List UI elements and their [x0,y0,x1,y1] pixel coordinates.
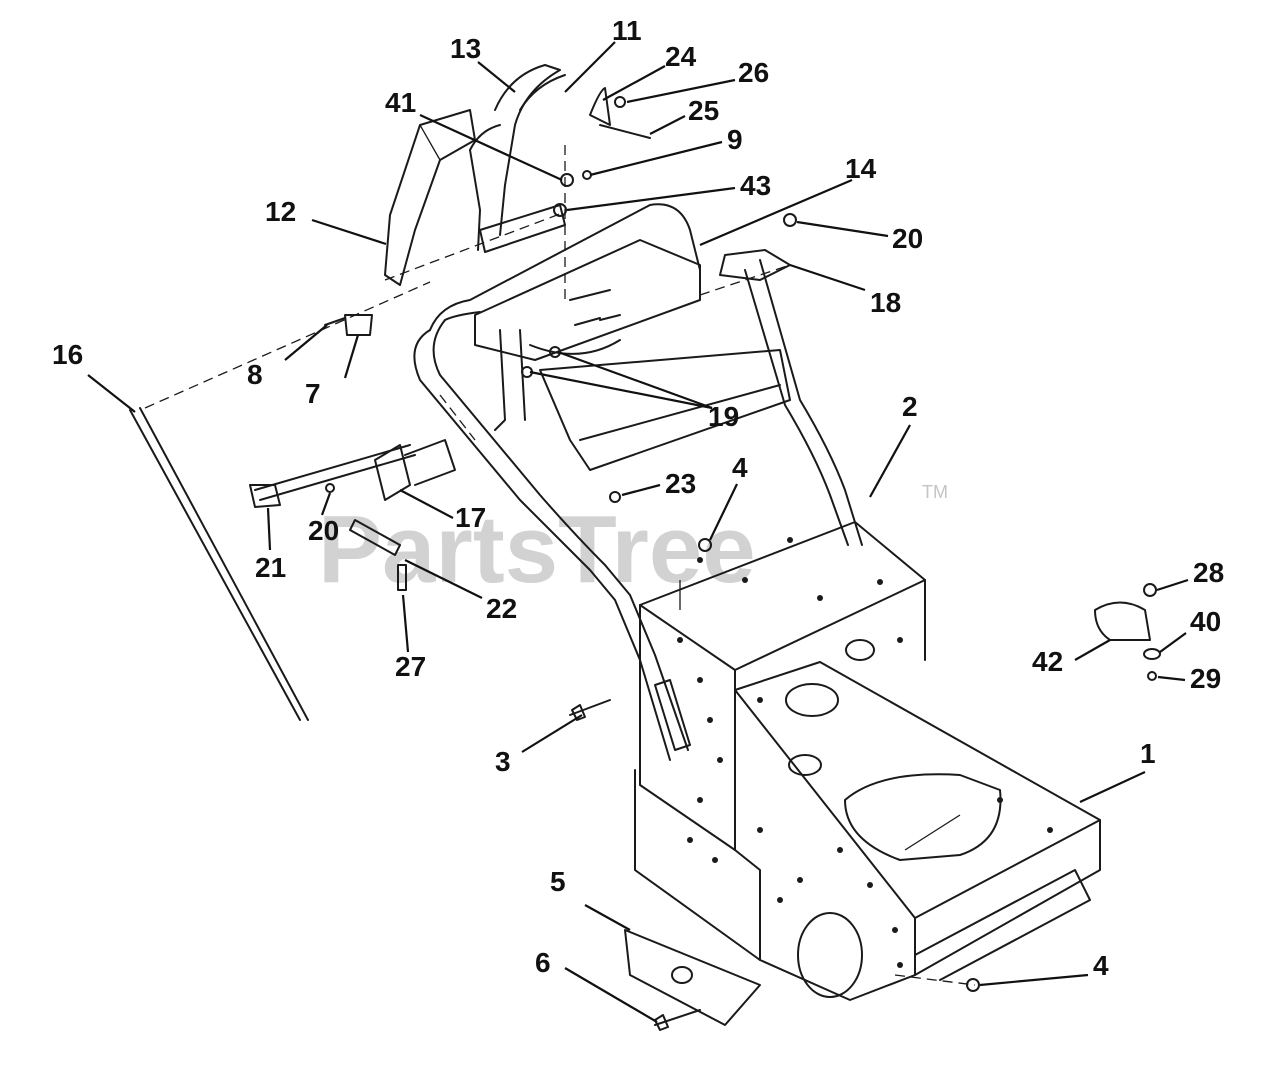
svg-text:20: 20 [892,223,923,254]
svg-text:20: 20 [308,515,339,546]
support-bracket [539,349,791,471]
alignment-lines [144,145,976,986]
callout-23: 23 [621,468,696,499]
svg-text:40: 40 [1190,606,1221,637]
svg-text:18: 18 [870,287,901,318]
right-bracket [719,249,791,281]
svg-text:2: 2 [902,391,918,422]
control-rod [129,407,309,721]
pin-parts [349,519,407,591]
callout-6: 6 [535,947,658,1023]
svg-text:41: 41 [385,87,416,118]
callouts: 1 2 3 4 4 5 6 7 [52,15,1224,1023]
svg-text:23: 23 [665,468,696,499]
callout-18: 18 [789,263,901,318]
callout-25: 25 [649,95,719,135]
callout-5: 5 [550,866,631,931]
callout-27: 27 [395,594,426,682]
callout-42: 42 [1032,639,1111,677]
svg-text:14: 14 [845,153,877,184]
callout-3: 3 [495,714,583,777]
callout-1: 1 [1079,738,1156,803]
svg-text:4: 4 [732,452,748,483]
callout-13: 13 [450,33,516,93]
callout-22: 22 [404,559,517,624]
svg-text:28: 28 [1193,557,1224,588]
mount-plate [624,929,761,1026]
callout-16: 16 [52,339,136,413]
watermark-text: PartsTree [318,496,756,603]
callout-11: 11 [564,15,642,93]
callout-8: 8 [247,324,328,390]
callout-21: 21 [255,507,286,583]
svg-text:27: 27 [395,651,426,682]
hardware [324,87,980,1031]
callout-20-left: 20 [308,492,339,546]
svg-text:6: 6 [535,947,551,978]
callout-17: 17 [399,489,486,533]
svg-text:24: 24 [665,41,697,72]
svg-text:4: 4 [1093,950,1109,981]
svg-text:9: 9 [727,124,743,155]
callout-19: 19 [529,350,739,432]
svg-text:19: 19 [708,401,739,432]
callout-7: 7 [305,334,360,409]
callout-14: 14 [699,153,877,247]
callout-26: 26 [626,57,769,104]
svg-text:43: 43 [740,170,771,201]
callout-4-lower: 4 [979,950,1109,987]
svg-text:3: 3 [495,746,511,777]
callout-2: 2 [869,391,918,498]
svg-text:12: 12 [265,196,296,227]
svg-text:26: 26 [738,57,769,88]
cover-plate [1094,583,1161,681]
watermark-tm: TM [922,482,948,502]
svg-text:11: 11 [612,15,642,46]
svg-text:1: 1 [1140,738,1156,769]
callout-9: 9 [589,124,743,177]
svg-text:13: 13 [450,33,481,64]
svg-text:16: 16 [52,339,83,370]
callout-43: 43 [566,170,771,212]
svg-text:29: 29 [1190,663,1221,694]
callout-41: 41 [385,87,563,182]
svg-text:21: 21 [255,552,286,583]
svg-text:17: 17 [455,502,486,533]
shield-panel [384,109,476,286]
svg-text:7: 7 [305,378,321,409]
handle-tube [413,203,863,761]
svg-text:8: 8 [247,359,263,390]
svg-text:5: 5 [550,866,566,897]
callout-24: 24 [602,41,697,101]
frame-assembly-drawing [129,64,1161,1031]
svg-text:22: 22 [486,593,517,624]
callout-28: 28 [1156,557,1224,592]
callout-12: 12 [265,196,387,246]
console-plate [474,239,701,361]
svg-text:42: 42 [1032,646,1063,677]
pivot-assembly [249,439,456,508]
callout-40: 40 [1159,606,1221,653]
callout-4-upper: 4 [709,452,748,541]
callout-29: 29 [1157,663,1221,694]
svg-text:25: 25 [688,95,719,126]
main-frame [634,521,1101,1001]
watermark: PartsTree TM [318,482,948,603]
callout-20-right: 20 [796,220,923,254]
frame-holes [677,537,1053,968]
